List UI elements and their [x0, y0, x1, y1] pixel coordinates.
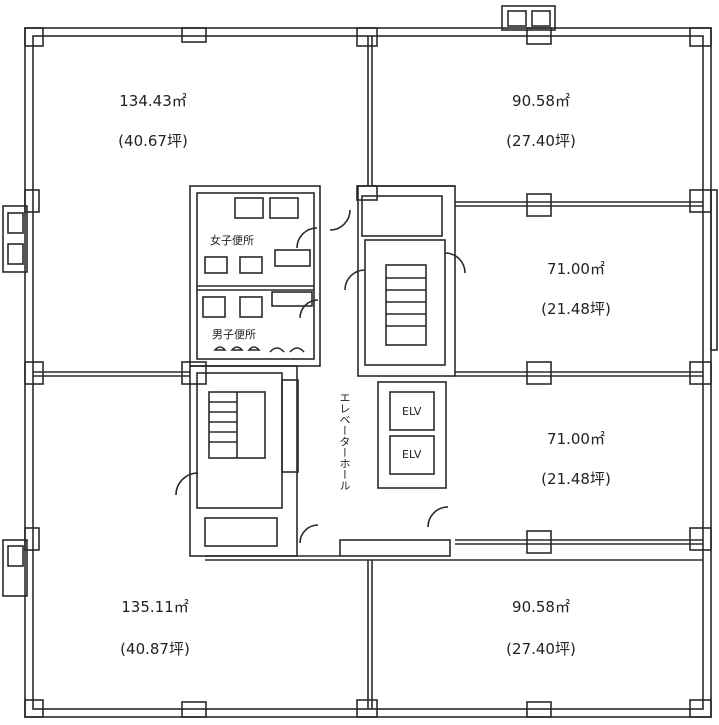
area-se-tsubo: (27.40坪)	[506, 640, 576, 658]
column-right-upper	[689, 189, 712, 213]
mens-toilet-label: 男子便所	[212, 328, 256, 341]
womens-toilet-label: 女子便所	[210, 234, 254, 247]
left-protrusion-lower	[2, 539, 28, 597]
column-right-mid	[689, 361, 712, 385]
column-right-lower	[689, 527, 712, 551]
column-bottom-right	[526, 701, 552, 718]
elv-1-label: ELV	[402, 405, 422, 418]
elevator-hall-label: エレベーターホール	[338, 392, 351, 491]
left-protrusion-upper	[2, 205, 28, 273]
elv-2-label: ELV	[402, 448, 422, 461]
column-bottom-left	[181, 701, 207, 718]
column-top-mid	[181, 27, 207, 43]
area-nw-sqm: 134.43㎡	[119, 92, 187, 110]
stair-left	[189, 365, 298, 557]
area-e1-sqm: 71.00㎡	[547, 260, 605, 278]
column-top-center	[356, 27, 378, 47]
stair-right	[357, 185, 456, 377]
area-sw-sqm: 135.11㎡	[121, 598, 189, 616]
elevator-block	[377, 381, 447, 489]
area-e2-tsubo: (21.48坪)	[541, 470, 611, 488]
area-ne-sqm: 90.58㎡	[512, 92, 570, 110]
area-sw-tsubo: (40.87坪)	[120, 640, 190, 658]
column-sw	[24, 699, 44, 718]
area-e1-tsubo: (21.48坪)	[541, 300, 611, 318]
area-ne-tsubo: (27.40坪)	[506, 132, 576, 150]
area-e2-sqm: 71.00㎡	[547, 430, 605, 448]
column-se	[689, 699, 712, 718]
column-top-right	[526, 27, 552, 45]
area-nw-tsubo: (40.67坪)	[118, 132, 188, 150]
column-left-mid	[24, 361, 44, 385]
column-left-lower	[24, 527, 40, 551]
top-protrusion	[501, 5, 556, 31]
column-ne	[689, 27, 712, 47]
column-bottom-center	[356, 699, 378, 718]
column-nw	[24, 27, 44, 47]
column-left-upper	[24, 189, 40, 213]
area-se-sqm: 90.58㎡	[512, 598, 570, 616]
